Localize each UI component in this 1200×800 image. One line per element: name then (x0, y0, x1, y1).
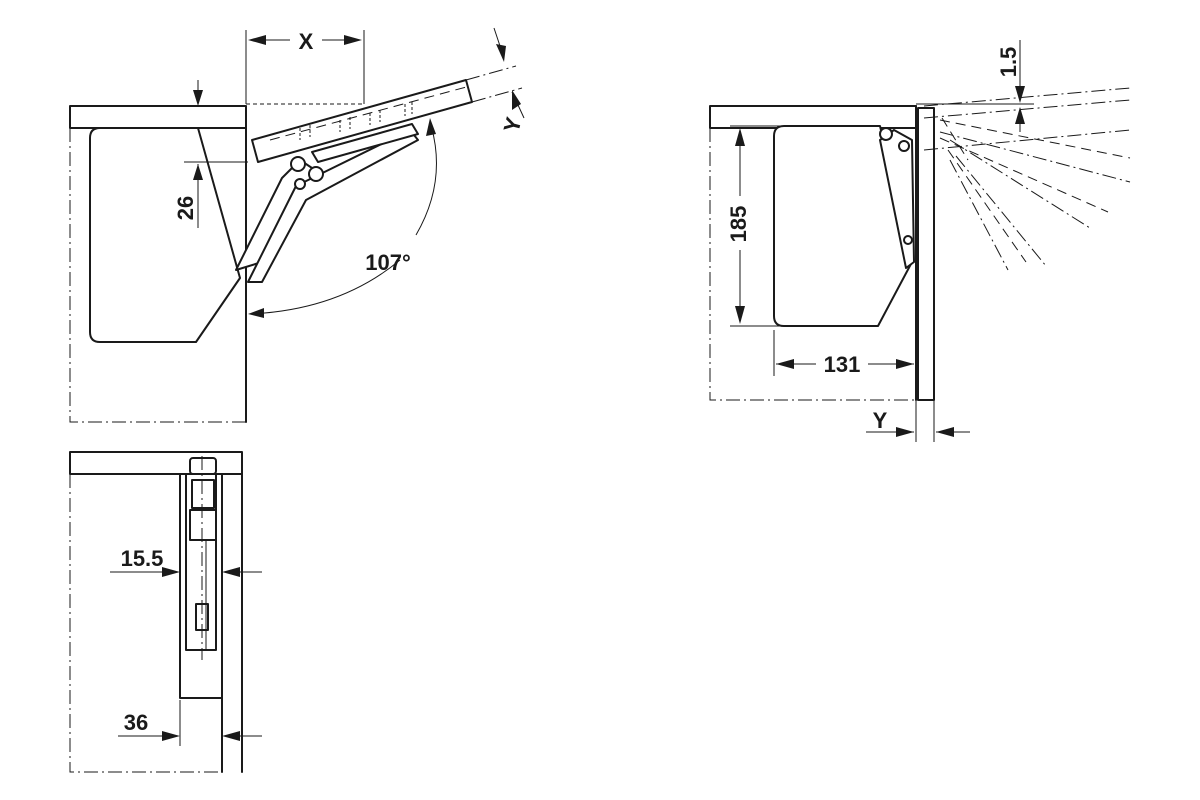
pivot-closed-2 (898, 140, 910, 152)
flap-centerline-1 (465, 65, 517, 81)
flap-centerline-2 (471, 87, 523, 103)
cabinet-outline-2 (709, 128, 916, 401)
dimension-y-right: Y (866, 400, 970, 442)
dimension-angle: 107° (248, 118, 437, 318)
closed-flap (917, 107, 935, 401)
cabinet-outline-3 (69, 474, 222, 773)
dimension-y-top-label: Y (499, 114, 527, 135)
pivot-1 (290, 156, 306, 172)
dimension-1-5: 1.5 (916, 40, 1034, 132)
cabinet-top-panel (69, 105, 247, 129)
dimension-y-right-label: Y (873, 408, 888, 433)
dimension-x: X (245, 29, 365, 105)
side-view-open: X Y 26 107° (69, 27, 527, 423)
dimension-185-label: 185 (726, 206, 751, 243)
dimension-angle-label: 107° (365, 250, 411, 275)
flap-mounting-plate (311, 123, 419, 163)
mechanism-top-clip (189, 457, 217, 475)
dimension-36: 36 (118, 700, 262, 746)
dimension-185: 185 (726, 125, 784, 327)
screw-marks (299, 102, 413, 140)
dimension-15-5-label: 15.5 (121, 546, 164, 571)
dimension-26-label: 26 (173, 196, 198, 220)
front-view: 15.5 36 (69, 451, 262, 773)
dimension-26: 26 (173, 80, 248, 228)
pivot-closed-3 (903, 235, 913, 245)
dimension-y-top: Y (493, 27, 527, 135)
dimension-15-5: 15.5 (110, 546, 262, 577)
dimension-x-label: X (299, 29, 314, 54)
pivot-closed-1 (879, 127, 893, 141)
swing-path-lines (923, 87, 1131, 271)
mechanism-slot (189, 509, 217, 541)
dimension-1-5-label: 1.5 (996, 47, 1021, 78)
dimension-36-label: 36 (124, 710, 148, 735)
cabinet-top-panel-2 (709, 105, 917, 129)
dimension-131-label: 131 (824, 352, 861, 377)
mechanism-housing (89, 127, 241, 343)
dimension-131: 131 (773, 330, 914, 377)
pivot-2 (308, 166, 324, 182)
pivot-3 (294, 178, 306, 190)
mechanism-bracket (191, 479, 215, 509)
side-view-closed: 1.5 185 131 Y (709, 40, 1131, 442)
cabinet-outline (69, 128, 247, 423)
